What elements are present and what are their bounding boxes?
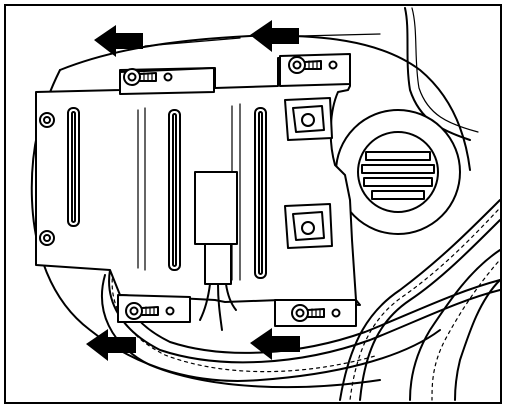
leader-top-left: [144, 37, 241, 47]
harness-right-1: [339, 199, 501, 401]
connector-wires: [199, 283, 237, 331]
arrow-bottom-left: [86, 329, 136, 361]
harness-bottom-texture: [111, 271, 376, 373]
top-cable: [404, 7, 471, 141]
harness-right-2: [359, 219, 501, 401]
housing-outline: [30, 69, 441, 382]
bolt-top-left: [123, 68, 173, 86]
leader-top-right: [299, 33, 381, 37]
upper-clip: [284, 97, 333, 141]
top-cable-inner: [411, 7, 479, 133]
plate-slots: [67, 107, 267, 279]
speaker-grille: [361, 151, 435, 200]
figure-frame: [4, 4, 502, 404]
arrow-bottom-right: [250, 328, 300, 360]
left-mounting-holes: [39, 112, 55, 246]
arrow-top-right: [250, 20, 299, 52]
harness-texture-2: [431, 261, 499, 401]
center-connector: [204, 243, 232, 285]
center-module: [194, 171, 238, 245]
harness-bottom-3: [101, 274, 381, 389]
arrow-top-left: [94, 25, 143, 57]
harness-right-3: [409, 249, 501, 401]
bolt-top-right: [288, 56, 338, 74]
plate-stamping: [137, 103, 241, 281]
lower-clip: [284, 203, 333, 249]
bolt-bottom-left: [125, 302, 175, 320]
bolt-bottom-right: [291, 304, 341, 322]
harness-texture: [349, 209, 499, 401]
harness-right-4: [454, 279, 501, 401]
